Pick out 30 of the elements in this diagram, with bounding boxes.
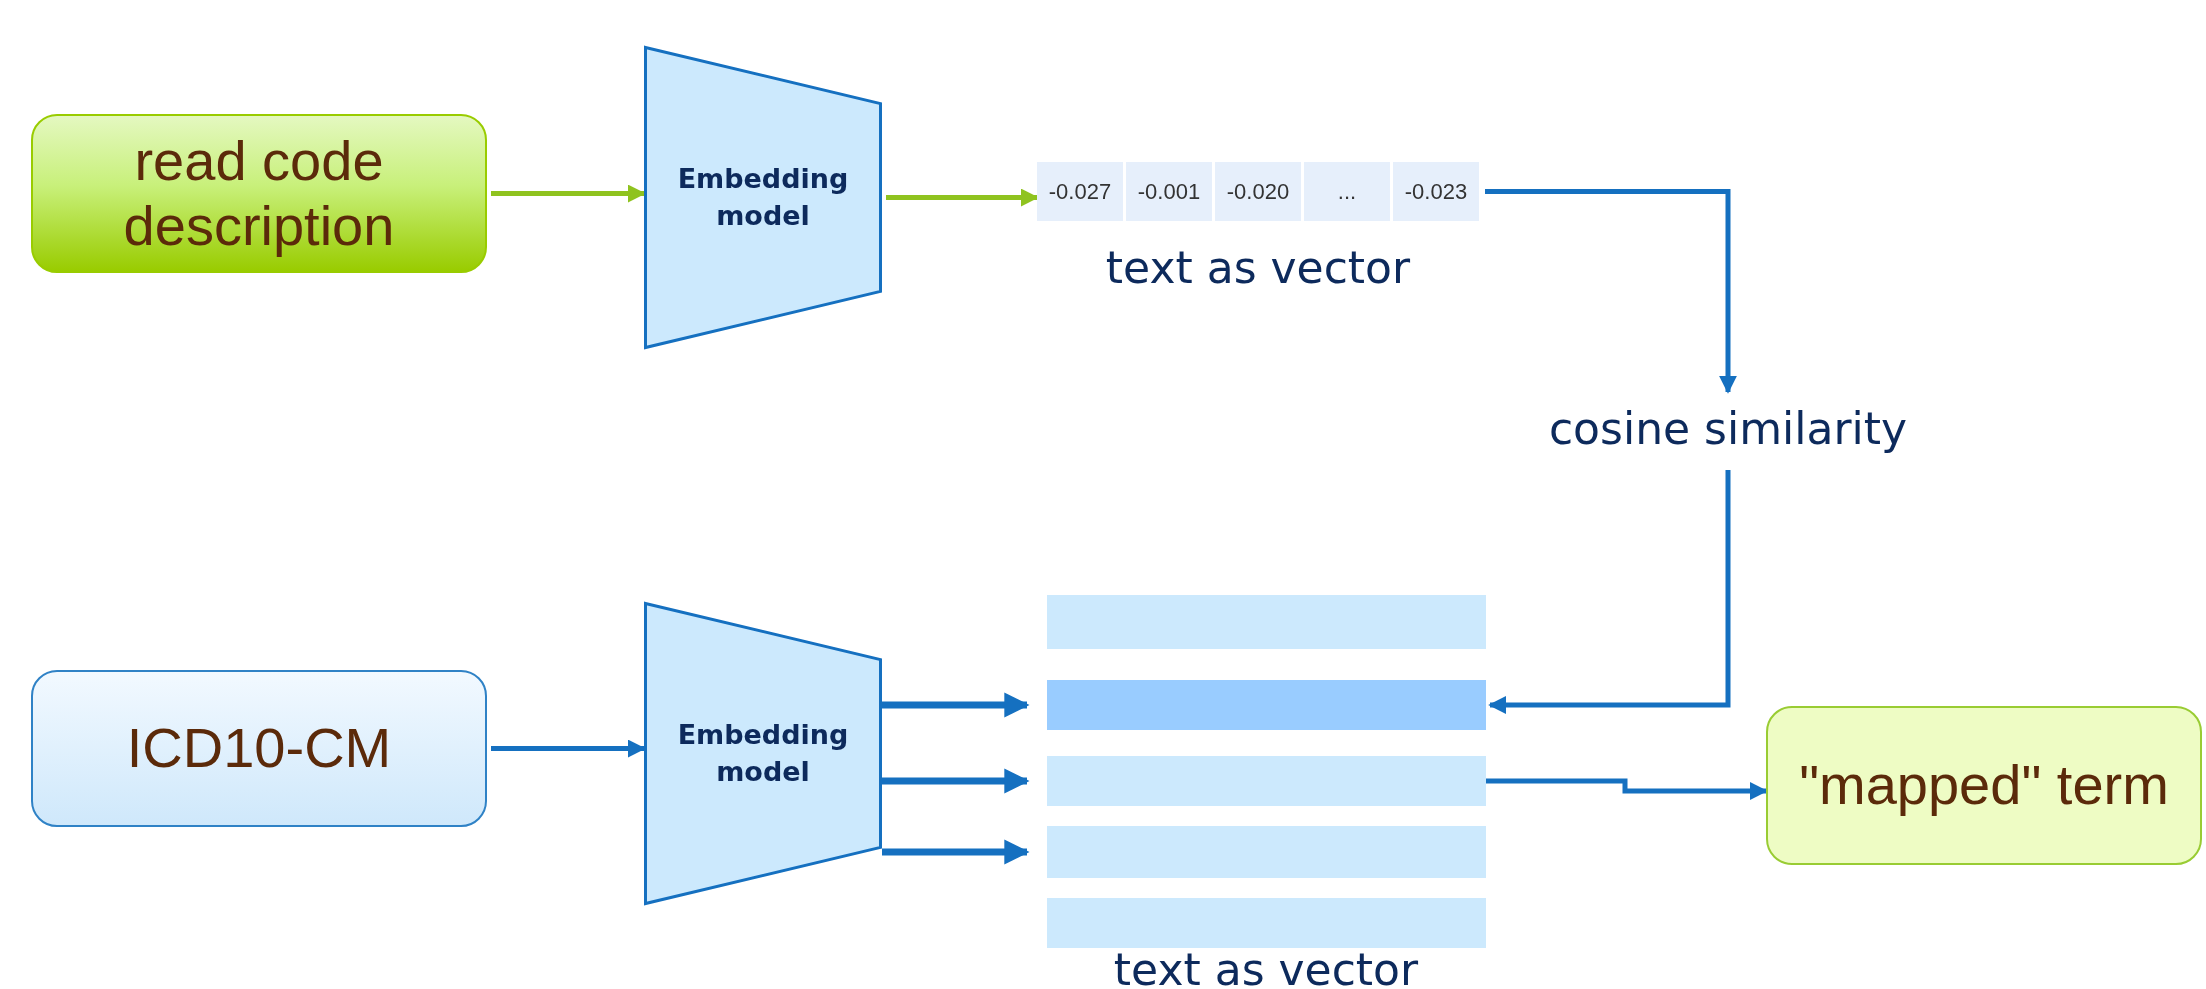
vector-bar [1047,680,1486,730]
input-box [31,114,487,273]
arrow [882,768,1030,794]
model-label: Embedding model [676,718,850,789]
arrow [886,188,1039,207]
arrow [1485,189,1737,394]
box-text: "mapped" term [1799,753,2169,818]
box-text: read code description [122,129,396,258]
arrow [491,739,646,758]
arrow [882,692,1030,718]
vector-value: -0.027 [1037,162,1123,221]
output-box [1766,706,2202,865]
vector-value: -0.020 [1215,162,1301,221]
box-text: ICD10-CM [126,716,392,781]
arrow [1488,470,1731,714]
arrow [1486,778,1768,800]
caption-text: text as vector [1105,242,1411,293]
model-label: Embedding model [676,162,850,233]
vector-value: ... [1304,162,1390,221]
step-label: cosine similarity [1548,402,1908,454]
vector-bar [1047,898,1486,948]
vector-bar [1047,756,1486,806]
vector-value: -0.001 [1126,162,1212,221]
vector-bar [1047,826,1486,878]
caption-text: text as vector [1113,944,1419,989]
arrow [882,839,1030,865]
input-box [31,670,487,827]
arrow [491,184,646,203]
vector-value: -0.023 [1393,162,1479,221]
vector-bar [1047,595,1486,649]
